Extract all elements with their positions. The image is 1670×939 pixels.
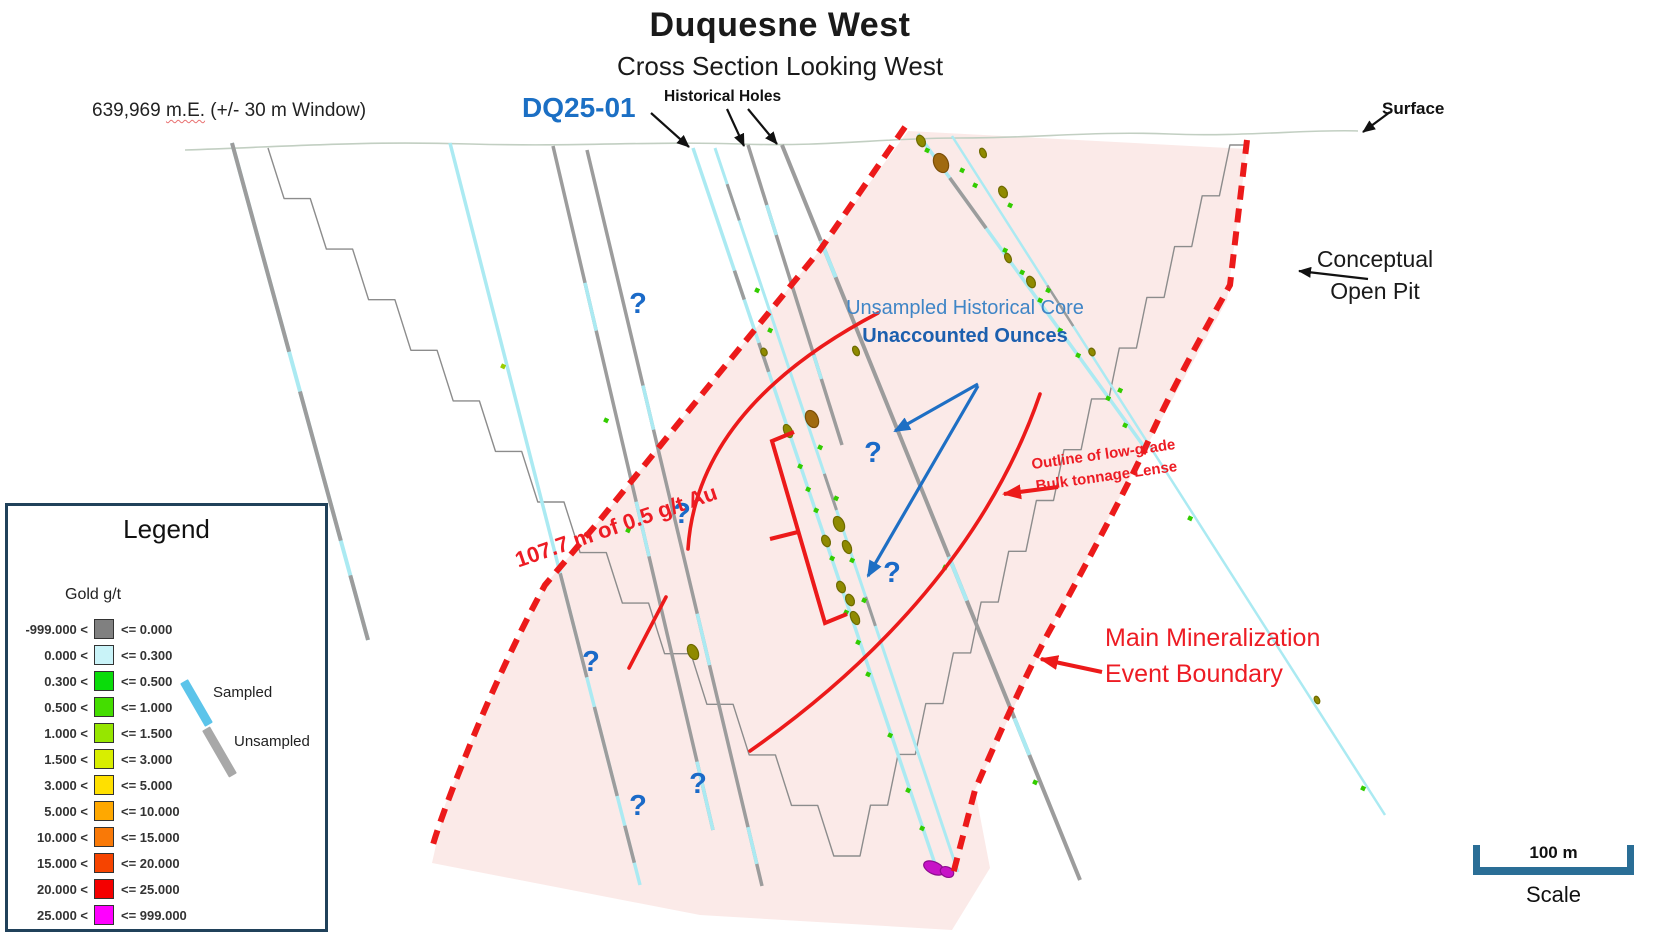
legend-row: 0.300 < <= 0.500 bbox=[14, 668, 187, 694]
legend-range-from: 0.500 < bbox=[44, 699, 88, 715]
historical-holes-label: Historical Holes bbox=[664, 88, 782, 105]
scale-distance-label: 100 m bbox=[1529, 843, 1578, 862]
legend-row: 10.000 < <= 15.000 bbox=[14, 824, 187, 850]
legend-swatch bbox=[94, 775, 114, 795]
legend-swatch bbox=[94, 801, 114, 821]
legend-range-to: <= 0.300 bbox=[121, 647, 173, 663]
page-subtitle: Cross Section Looking West bbox=[616, 51, 944, 81]
legend-range-from: 3.000 < bbox=[44, 777, 88, 793]
legend-box: Legend Gold g/t -999.000 < <= 0.000 0.000 … bbox=[5, 503, 328, 932]
legend-range-to: <= 15.000 bbox=[121, 829, 180, 845]
question-mark: ? bbox=[629, 790, 647, 822]
legend-row: -999.000 < <= 0.000 bbox=[14, 616, 187, 642]
scale-bar: 100 m bbox=[1473, 843, 1634, 875]
legend-range-from: 1.500 < bbox=[44, 751, 88, 767]
sampled-label: Sampled bbox=[213, 684, 273, 701]
mineralization-boundary-label: Main Mineralization Event Boundary bbox=[1105, 624, 1321, 688]
legend-swatch bbox=[94, 723, 114, 743]
open-pit-outline bbox=[267, 144, 1247, 857]
legend-swatch bbox=[94, 619, 114, 639]
legend-range-from: 25.000 < bbox=[37, 907, 88, 923]
legend-range-from: 5.000 < bbox=[44, 803, 88, 819]
legend-swatch bbox=[94, 749, 114, 769]
legend-swatch bbox=[94, 853, 114, 873]
question-marks: ??????? bbox=[582, 288, 901, 822]
legend-row: 5.000 < <= 10.000 bbox=[14, 798, 187, 824]
legend-swatch bbox=[94, 905, 114, 925]
surface-label: Surface bbox=[1382, 99, 1445, 118]
legend-range-from: 15.000 < bbox=[37, 855, 88, 871]
legend-row: 1.500 < <= 3.000 bbox=[14, 746, 187, 772]
unsampled-swatch-bar bbox=[202, 726, 237, 778]
legend-range-to: <= 10.000 bbox=[121, 803, 180, 819]
drillhole-id-label: DQ25-01 bbox=[522, 92, 636, 123]
legend-row: 0.500 < <= 1.000 bbox=[14, 694, 187, 720]
legend-range-to: <= 1.000 bbox=[121, 699, 173, 715]
annotation-arrows bbox=[650, 108, 1391, 674]
legend-range-to: <= 999.000 bbox=[121, 907, 187, 923]
page-title: Duquesne West bbox=[649, 6, 911, 44]
legend-row: 15.000 < <= 20.000 bbox=[14, 850, 187, 876]
legend-range-to: <= 0.500 bbox=[121, 673, 173, 689]
legend-range-from: 0.300 < bbox=[44, 673, 88, 689]
assay-intercept-blobs bbox=[500, 134, 1367, 879]
legend-row: 0.000 < <= 0.300 bbox=[14, 642, 187, 668]
legend-swatch bbox=[94, 671, 114, 691]
mineralization-boundary-dashes bbox=[429, 125, 1250, 879]
legend-range-from: 20.000 < bbox=[37, 881, 88, 897]
legend-row: 20.000 < <= 25.000 bbox=[14, 876, 187, 902]
legend-range-to: <= 20.000 bbox=[121, 855, 180, 871]
legend-range-to: <= 1.500 bbox=[121, 725, 173, 741]
scale-label: Scale bbox=[1525, 882, 1582, 907]
intercept-bracket bbox=[769, 430, 848, 626]
unsampled-label: Unsampled bbox=[234, 733, 310, 750]
legend-range-from: -999.000 < bbox=[25, 621, 88, 637]
conceptual-open-pit-label: Conceptual Open Pit bbox=[1316, 246, 1434, 304]
low-grade-lens-outline bbox=[627, 311, 1042, 753]
question-mark: ? bbox=[582, 646, 600, 678]
legend-range-to: <= 3.000 bbox=[121, 751, 173, 767]
legend-swatch bbox=[94, 645, 114, 665]
legend-gold-header: Gold g/t bbox=[65, 586, 122, 603]
unsampled-core-label: Unsampled Historical Core Unaccounted Ou… bbox=[846, 297, 1084, 347]
question-mark: ? bbox=[629, 288, 647, 320]
legend-range-from: 0.000 < bbox=[44, 647, 88, 663]
question-mark: ? bbox=[883, 557, 901, 589]
surface-line bbox=[184, 129, 1359, 151]
legend-rows: -999.000 < <= 0.000 0.000 < <= 0.300 0.300 <… bbox=[14, 616, 187, 928]
legend-range-from: 10.000 < bbox=[37, 829, 88, 845]
legend-row: 25.000 < <= 999.000 bbox=[14, 902, 187, 928]
legend-range-from: 1.000 < bbox=[44, 725, 88, 741]
legend-swatch bbox=[94, 827, 114, 847]
question-mark: ? bbox=[864, 437, 882, 469]
legend-title: Legend bbox=[123, 514, 210, 544]
legend-range-to: <= 0.000 bbox=[121, 621, 173, 637]
question-mark: ? bbox=[689, 768, 707, 800]
question-mark: ? bbox=[673, 498, 691, 530]
drillhole-traces bbox=[230, 132, 1387, 887]
legend-swatch bbox=[94, 697, 114, 717]
legend-range-to: <= 25.000 bbox=[121, 881, 180, 897]
section-easting-label: 639,969 m.E. (+/- 30 m Window) bbox=[92, 100, 367, 121]
legend-row: 1.000 < <= 1.500 bbox=[14, 720, 187, 746]
legend-swatch bbox=[94, 879, 114, 899]
legend-row: 3.000 < <= 5.000 bbox=[14, 772, 187, 798]
legend-range-to: <= 5.000 bbox=[121, 777, 173, 793]
